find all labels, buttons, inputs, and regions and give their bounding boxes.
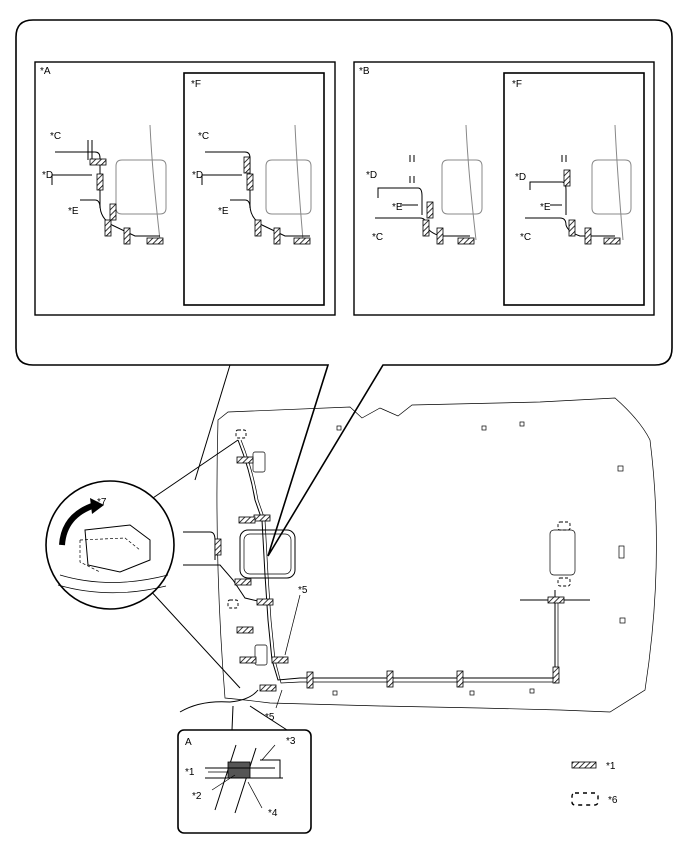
label-b: *B	[359, 66, 370, 77]
wire-harness: *5 *5	[179, 429, 590, 723]
legend-label-1: *1	[606, 761, 616, 772]
label-a: *A	[40, 66, 51, 77]
label-e-4: *E	[540, 202, 551, 213]
label-5-top: *5	[298, 585, 308, 596]
label-c-2: *C	[198, 131, 209, 142]
label-7: *7	[97, 497, 107, 508]
label-d-3: *D	[366, 170, 377, 181]
panel-b-f: *F *D *E *C	[503, 72, 645, 306]
label-c: *C	[50, 131, 61, 142]
view-a-label-2: *2	[192, 791, 202, 802]
headliner	[216, 397, 657, 713]
panel-a-f: *F *C *D *E	[183, 72, 325, 306]
label-d-2: *D	[192, 170, 203, 181]
view-a-label-3: *3	[286, 736, 296, 747]
legend: *1 *6	[571, 761, 618, 806]
view-a-detail: A *1 *2 *3 *4	[177, 705, 312, 834]
label-c-4: *C	[520, 232, 531, 243]
label-e-3: *E	[392, 202, 403, 213]
legend-tape-symbol	[571, 761, 597, 769]
detail-7: *7	[45, 439, 241, 689]
label-5-bottom: *5	[265, 712, 275, 723]
label-d-4: *D	[515, 172, 526, 183]
legend-clip-symbol	[571, 792, 599, 806]
label-e-2: *E	[218, 206, 229, 217]
view-a-label: A	[185, 737, 192, 748]
label-c-3: *C	[372, 232, 383, 243]
view-a-label-4: *4	[268, 808, 278, 819]
legend-label-6: *6	[608, 795, 618, 806]
label-e: *E	[68, 206, 79, 217]
view-a-label-1: *1	[185, 767, 195, 778]
label-f-2: *F	[512, 79, 522, 90]
label-f: *F	[191, 79, 201, 90]
label-d: *D	[42, 170, 53, 181]
